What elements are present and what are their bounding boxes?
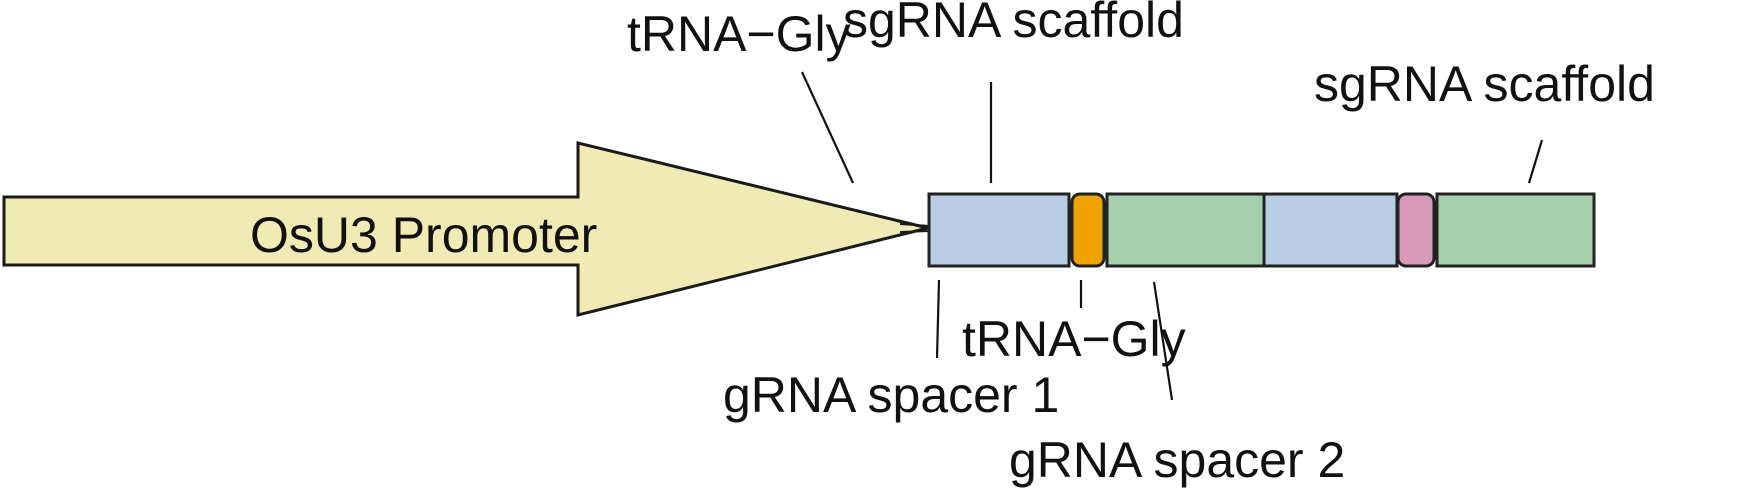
label-gRNA-spacer-2: gRNA spacer 2 xyxy=(1009,432,1345,488)
leader-spacer-2 xyxy=(1152,281,1174,401)
label-trna-gly-top: tRNA−Gly xyxy=(627,6,851,62)
gRNA-spacer-2-segment xyxy=(1396,192,1436,268)
label-gRNA-spacer-1: gRNA spacer 1 xyxy=(723,367,1059,423)
leader-scaffold-top-2 xyxy=(1527,139,1544,184)
arrow-tip-connector xyxy=(899,230,931,233)
leader-trna-gly-top xyxy=(801,71,854,184)
label-sgRNA-scaffold-top-2: sgRNA scaffold xyxy=(1314,56,1655,112)
trna-gly-segment-1 xyxy=(927,192,1071,268)
label-sgRNA-scaffold-top-1: sgRNA scaffold xyxy=(843,0,1184,48)
sgRNA-scaffold-segment-2 xyxy=(1435,192,1596,268)
gRNA-spacer-1-segment xyxy=(1070,192,1106,268)
leader-spacer-1 xyxy=(935,279,941,359)
label-trna-gly-bottom: tRNA−Gly xyxy=(962,311,1186,367)
sgRNA-scaffold-segment-1 xyxy=(1105,192,1266,268)
promoter-arrow xyxy=(2,141,929,317)
trna-gly-segment-2 xyxy=(1262,192,1399,268)
arrow-tip-connector xyxy=(899,223,931,227)
promoter-label: OsU3 Promoter xyxy=(250,207,597,263)
